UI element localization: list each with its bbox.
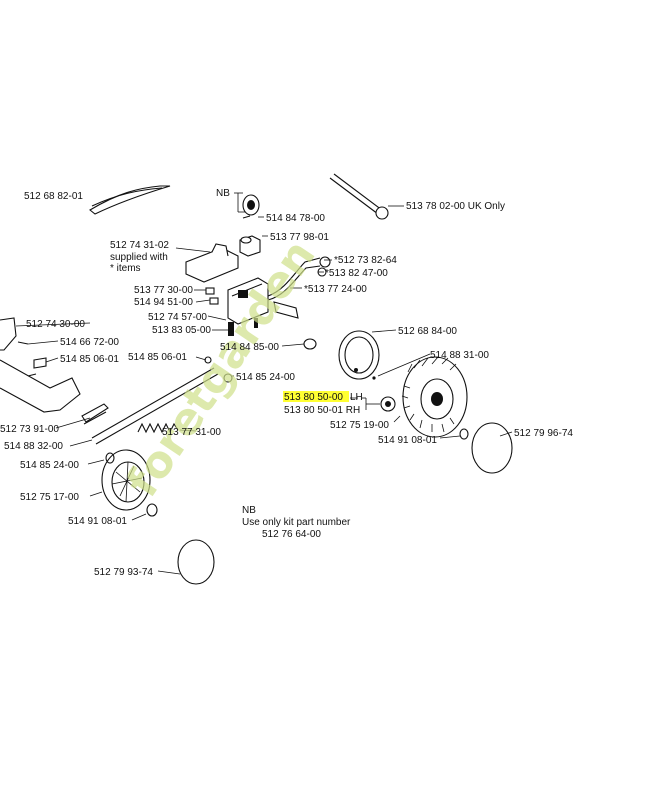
height-lever [81,373,233,425]
label-lh: LH [350,392,363,403]
label-513-77-24-00: *513 77 24-00 [304,284,367,295]
label-514-66-72-00: 514 66 72-00 [60,337,119,348]
axle-rod [91,356,219,445]
label-513-77-30-00: 513 77 30-00 [134,285,193,296]
pulley-nb [234,192,260,216]
label-512-74-30-00: 512 74 30-00 [26,319,85,330]
label-512-68-84-00: 512 68 84-00 [398,326,457,337]
label-514-84-78-00: 514 84 78-00 [266,213,325,224]
label-512-73-91-00: 512 73 91-00 [0,424,59,435]
gearbox-assembly [185,243,331,325]
label-514-84-85-00: 514 84 85-00 [220,342,279,353]
label-512-79-93-74: 512 79 93-74 [94,567,153,578]
label-514-91-08-01-b: 514 91 08-01 [68,516,127,527]
hubcap-disc-right [459,422,513,474]
part-labels: 512 68 82-01 NB 514 84 78-00 513 77 98-0… [0,188,573,578]
drive-shaft-top [329,173,389,220]
label-513-82-47-00: *513 82 47-00 [325,268,388,279]
label-514-88-31-00: 514 88 31-00 [430,350,489,361]
label-514-85-06-01-a: 514 85 06-01 [60,354,119,365]
label-513-83-05-00: 513 83 05-00 [152,325,211,336]
label-512-79-96-74: 512 79 96-74 [514,428,573,439]
small-bolts [205,287,317,350]
bearing-block [239,235,261,257]
drive-belt [89,185,171,215]
label-514-91-08-01-a: 514 91 08-01 [378,435,437,446]
label-512-76-64-00: 512 76 64-00 [262,529,321,540]
wheel-right [372,356,468,438]
label-items: * items [110,263,141,274]
label-512-74-31-02: 512 74 31-02 [110,240,169,251]
label-514-85-24-00-a: 514 85 24-00 [236,372,295,383]
leader-lines [15,205,513,575]
label-512-75-17-00: 512 75 17-00 [20,492,79,503]
label-512-73-82-64: *512 73 82-64 [334,255,397,266]
label-514-94-51-00: 514 94 51-00 [134,297,193,308]
label-514-85-06-01-b: 514 85 06-01 [128,352,187,363]
highlight-marker [283,391,349,402]
label-513-80-50-01: 513 80 50-01 RH [284,405,360,416]
hubcap-right [338,330,380,380]
label-nb-top: NB [216,188,230,199]
label-use-only-kit: Use only kit part number [242,517,351,528]
label-514-88-32-00: 514 88 32-00 [4,441,63,452]
small-pin [242,215,251,219]
label-513-77-98-01: 513 77 98-01 [270,232,329,243]
label-512-68-82-01: 512 68 82-01 [24,191,83,202]
label-513-77-31-00: 513 77 31-00 [162,427,221,438]
wheel-left [101,449,158,517]
label-513-80-50-00: 513 80 50-00 [284,392,343,403]
label-nb-note: NB [242,505,256,516]
label-supplied-with: supplied with [110,252,168,263]
hubcap-disc-left [177,539,215,585]
label-512-74-57-00: 512 74 57-00 [148,312,207,323]
spring [137,422,179,434]
left-bracket [0,317,81,413]
label-512-75-19-00: 512 75 19-00 [330,420,389,431]
label-513-78-02-00: 513 78 02-00 UK Only [406,201,505,212]
label-514-85-24-00-b: 514 85 24-00 [20,460,79,471]
